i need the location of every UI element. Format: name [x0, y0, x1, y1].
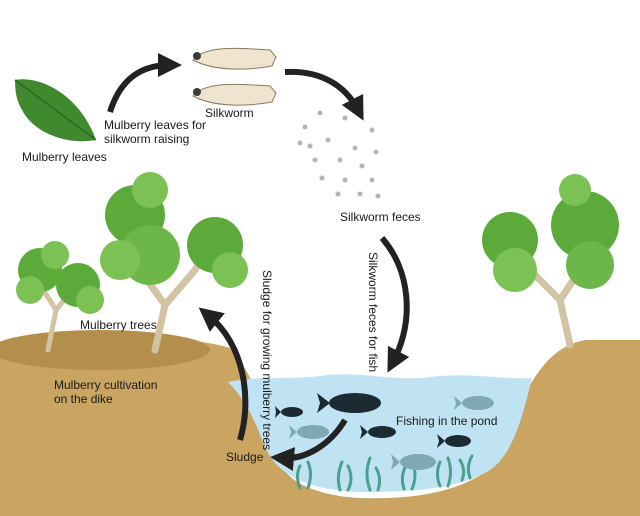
label-sludge-for-trees: Sludge for growing mulberry trees [260, 270, 274, 451]
fish-large-dark [317, 393, 381, 413]
label-cultivation-on-dike: Mulberry cultivation on the dike [54, 378, 158, 406]
silkworm-feces-dots [297, 110, 381, 199]
fish-light-3 [391, 454, 436, 470]
fish-small-dark-2 [360, 425, 396, 439]
arrow-feces-to-fish [379, 236, 410, 373]
silkworm-icon [192, 47, 277, 106]
arrow-fish-to-sludge [270, 418, 348, 471]
tree-right [482, 174, 619, 349]
label-mulberry-trees: Mulberry trees [80, 318, 157, 332]
label-fishing-in-pond: Fishing in the pond [396, 414, 498, 428]
fish-small-dark-3 [437, 434, 471, 448]
label-silkworm: Silkworm [205, 106, 254, 120]
tree-left-small [16, 241, 104, 353]
left-dike-top [0, 330, 210, 370]
water-weeds [296, 454, 474, 492]
label-silkworm-feces: Silkworm feces [340, 210, 421, 224]
mulberry-leaf-icon [14, 79, 97, 142]
fish-light-2 [289, 425, 329, 439]
label-mulberry-leaves: Mulberry leaves [22, 150, 107, 164]
label-sludge: Sludge [226, 450, 264, 464]
fish-small-dark-1 [275, 406, 303, 418]
fish-light-1 [454, 396, 494, 410]
pond-bed [255, 420, 520, 516]
arrow-leaf-to-silkworm [107, 53, 182, 113]
arrow-silkworm-to-feces [284, 68, 364, 121]
label-feces-for-fish: Silkworm feces for fish [366, 252, 380, 373]
tree-left-large [100, 172, 248, 354]
arrow-sludge-to-trees [198, 307, 249, 441]
label-leaves-for-silkworm: Mulberry leaves for silkworm raising [104, 118, 207, 146]
